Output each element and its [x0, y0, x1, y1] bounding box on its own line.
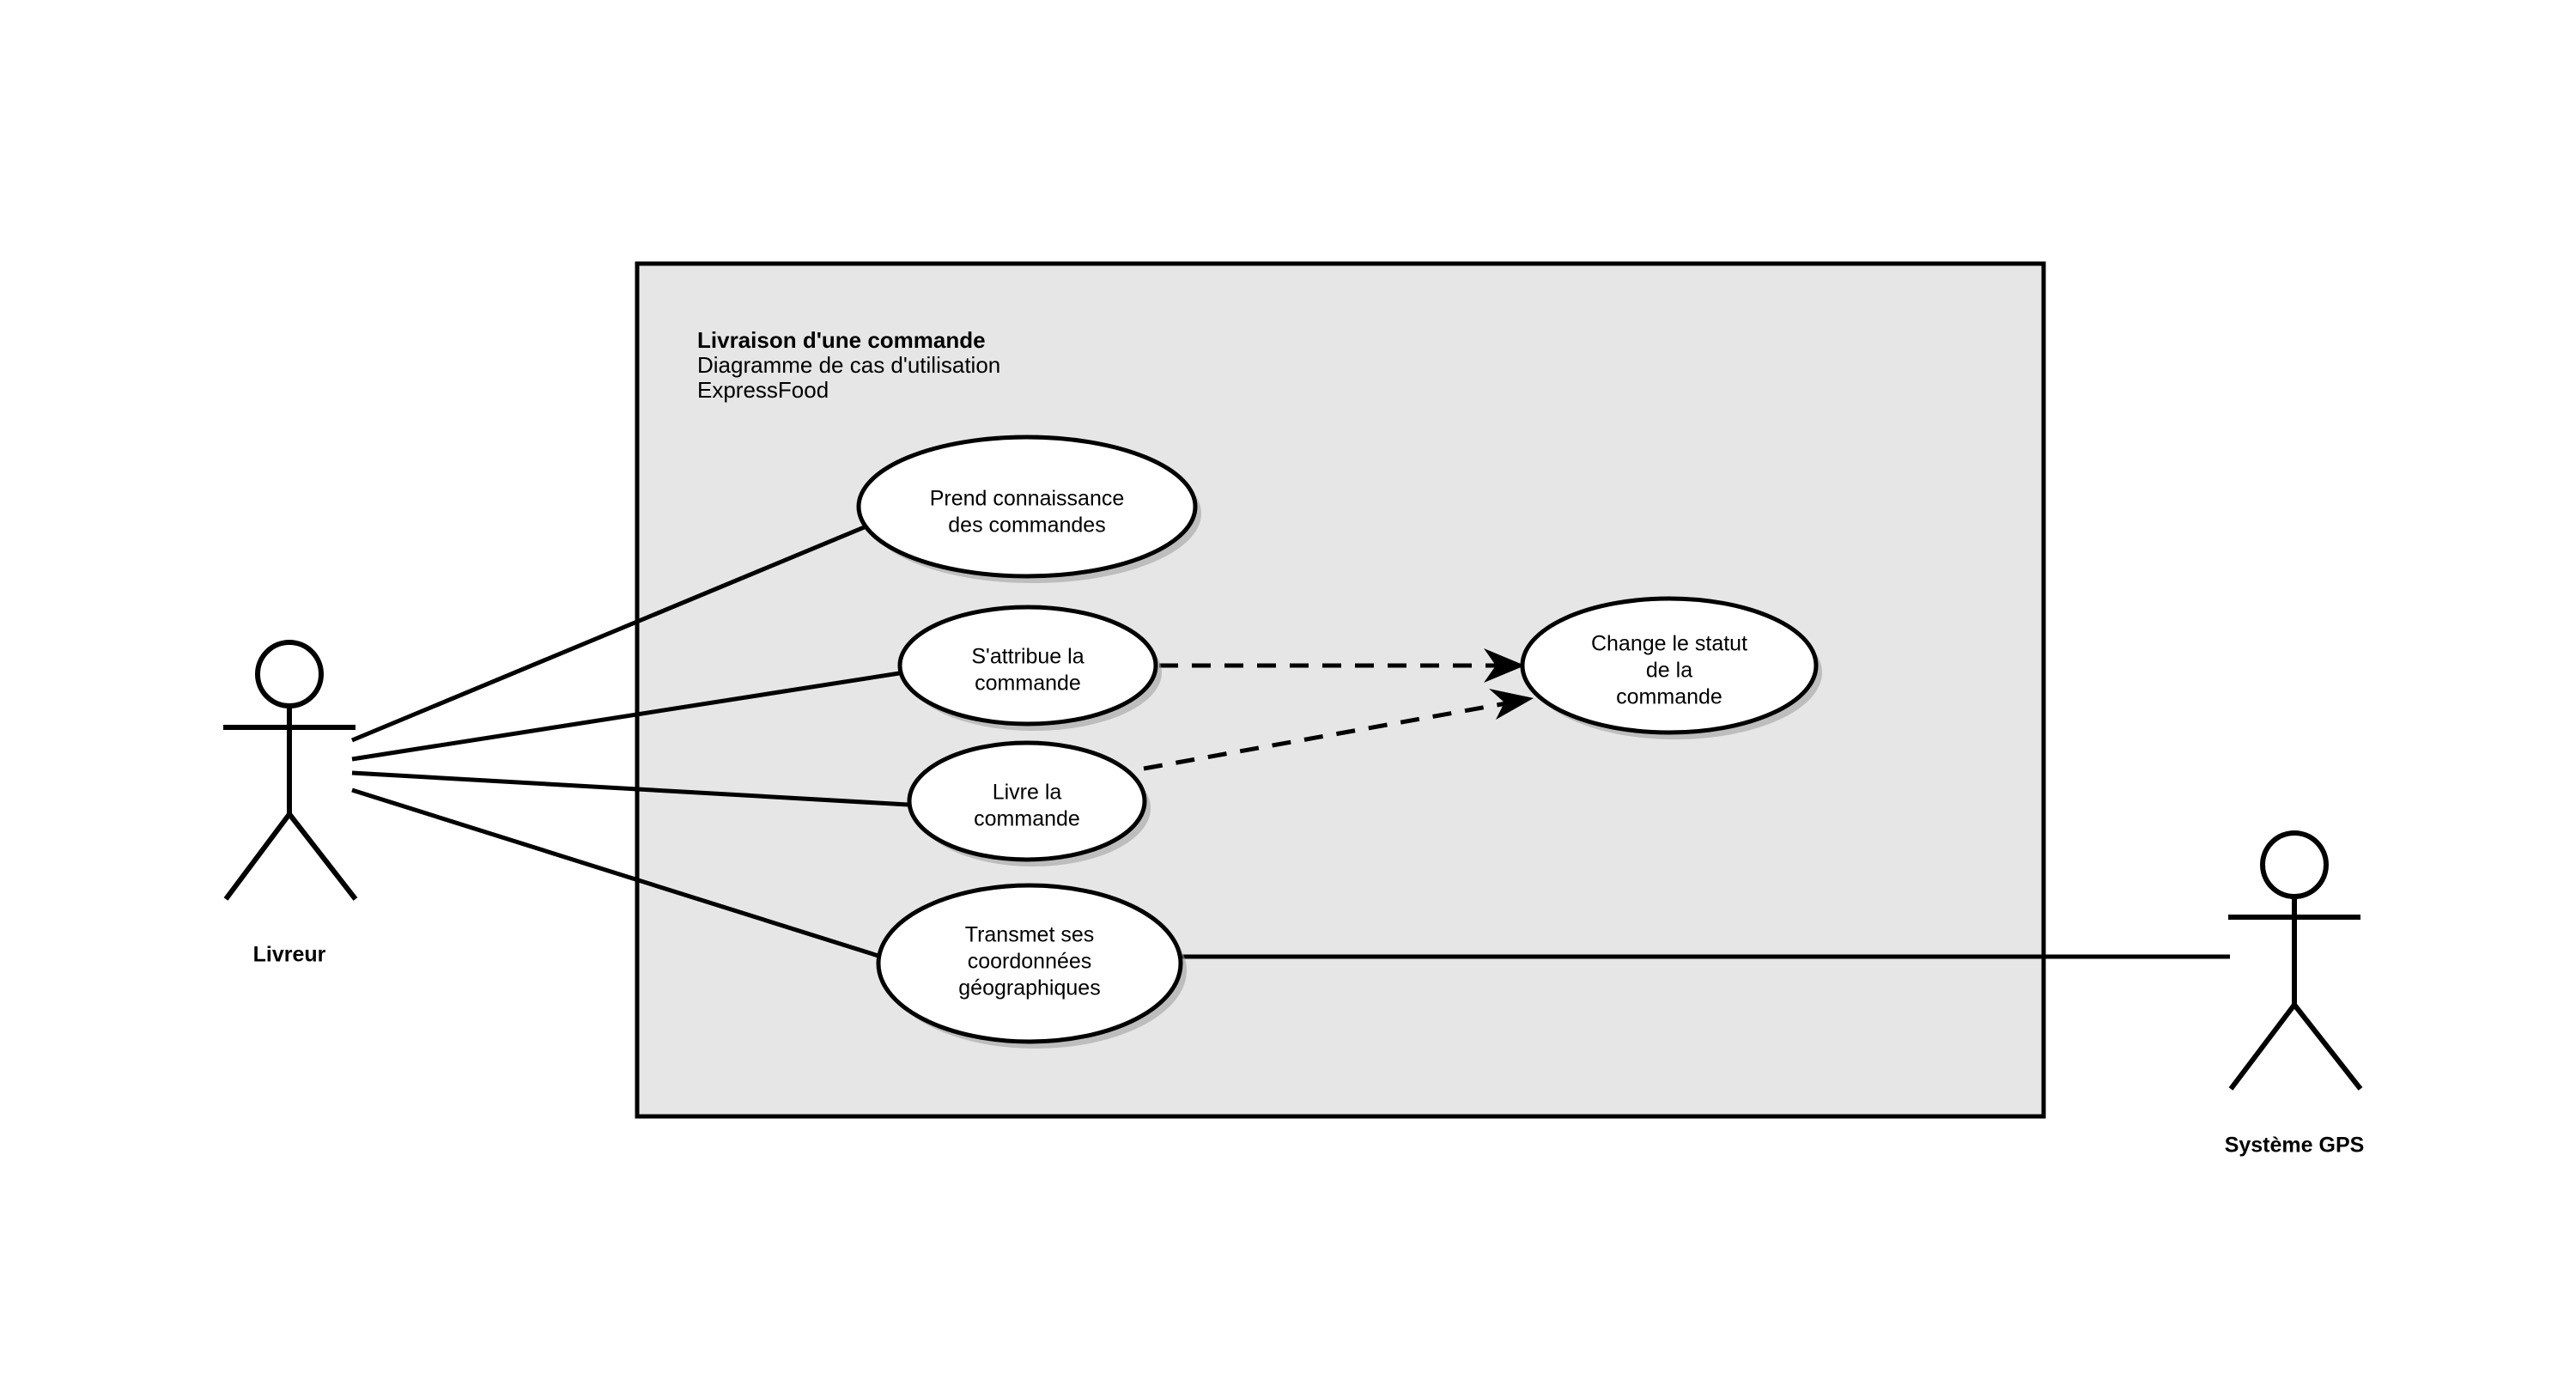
use-case-uc2-line1: S'attribue la	[971, 645, 1084, 669]
use-case-uc4-line2: coordonnées	[968, 950, 1092, 974]
use-case-uc5-line3: commande	[1616, 685, 1722, 709]
boundary-title-line1: Livraison d'une commande	[697, 327, 986, 353]
use-case-uc1-line2: des commandes	[948, 514, 1105, 538]
association-livreur-uc3	[351, 770, 924, 808]
use-case-uc4[interactable]: Transmet ses coordonnées géographiques	[876, 883, 1187, 1049]
actor-systeme-gps-right-leg	[2292, 1003, 2363, 1091]
use-case-uc2[interactable]: S'attribue la commande	[897, 605, 1162, 731]
actor-livreur-head-icon	[255, 640, 324, 708]
boundary-title-line2: Diagramme de cas d'utilisation	[697, 352, 1000, 378]
actor-livreur-left-leg	[223, 812, 292, 901]
use-case-uc5[interactable]: Change le statut de la commande	[1520, 596, 1822, 739]
use-case-uc3-line2: commande	[974, 807, 1080, 831]
actor-livreur[interactable]: Livreur	[223, 640, 358, 967]
use-case-uc5-line2: de la	[1646, 659, 1692, 683]
boundary-title-line3: ExpressFood	[697, 377, 829, 403]
dependency-uc3-uc5	[1143, 700, 1512, 771]
actor-systeme-gps-left-leg	[2228, 1003, 2297, 1091]
arrowhead-uc3-uc5-icon	[1489, 689, 1534, 720]
use-case-uc4-line3: géographiques	[958, 976, 1100, 1000]
association-livreur-uc4	[351, 787, 898, 964]
actor-livreur-right-leg	[287, 812, 358, 901]
association-livreur-uc1	[351, 513, 894, 743]
association-livreur-uc2	[351, 669, 911, 762]
use-case-uc1-ellipse	[856, 435, 1198, 579]
use-case-uc5-line1: Change le statut	[1591, 632, 1747, 656]
actor-systeme-gps-label: Système GPS	[2225, 1134, 2365, 1158]
use-case-uc1-line1: Prend connaissance	[930, 487, 1125, 511]
arrowhead-uc2-uc5-icon	[1484, 648, 1525, 683]
use-case-uc2-ellipse	[897, 605, 1158, 727]
use-case-uc2-line2: commande	[975, 672, 1081, 696]
use-case-uc3-ellipse	[907, 740, 1147, 862]
actor-livreur-label: Livreur	[253, 943, 326, 967]
use-case-uc4-ellipse	[876, 883, 1183, 1044]
use-case-uc1[interactable]: Prend connaissance des commandes	[856, 435, 1201, 583]
use-case-uc4-line1: Transmet ses	[965, 923, 1095, 947]
use-case-uc3-line1: Livre la	[993, 781, 1062, 805]
use-case-uc3[interactable]: Livre la commande	[907, 740, 1151, 866]
actor-systeme-gps-head-icon	[2260, 830, 2329, 899]
actor-systeme-gps[interactable]: Système GPS	[2225, 830, 2365, 1158]
system-boundary-box	[635, 261, 2046, 1119]
use-case-uc5-ellipse	[1520, 596, 1819, 735]
